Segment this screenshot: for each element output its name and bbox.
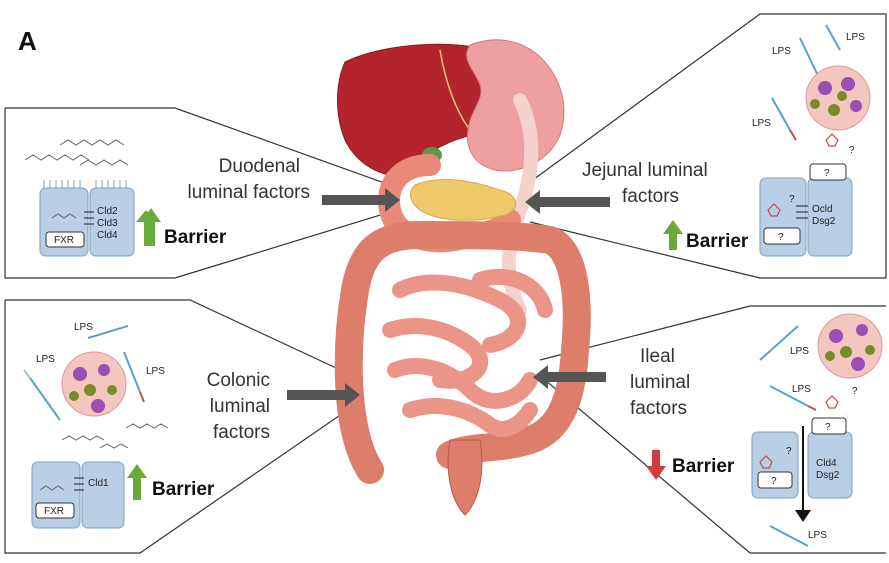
barrier-label-duodenal: Barrier <box>164 227 227 248</box>
metabolite-icon <box>826 396 838 408</box>
lps-label: LPS <box>846 32 865 43</box>
bile-acid-molecules <box>62 424 168 448</box>
down-arrow-icon <box>646 450 666 480</box>
ileal-label-3: factors <box>630 398 687 419</box>
ileal-label-1: Ileal <box>640 346 675 367</box>
arrow-head-icon <box>795 510 811 522</box>
barrier-label-ileal: Barrier <box>672 456 735 477</box>
protein-dsg2: Dsg2 <box>812 216 836 227</box>
unknown-mark: ? <box>789 194 795 205</box>
duodenal-label-2: luminal factors <box>188 182 311 203</box>
microvilli <box>44 180 126 188</box>
up-arrow-icon <box>127 464 147 500</box>
unknown-mark: ? <box>852 386 858 397</box>
duodenal-arrow <box>322 188 400 212</box>
digestive-anatomy <box>287 40 610 515</box>
colon <box>349 235 577 470</box>
inset-ileal: LPS LPS LPS ? ? ? ? Cld4 Dsg2 Barrier <box>646 314 882 546</box>
lps-label: LPS <box>74 322 93 333</box>
protein-ocld: Ocld <box>812 204 833 215</box>
protein-cld2: Cld2 <box>97 206 118 217</box>
inset-colonic: LPS LPS LPS Cld1 FXR Barrier <box>24 322 215 528</box>
colonic-label-2: luminal <box>210 396 270 417</box>
unknown-mark: ? <box>849 145 855 156</box>
epithelial-cell-right <box>82 462 124 528</box>
protein-cld4: Cld4 <box>816 458 837 469</box>
lps-label: LPS <box>752 118 771 129</box>
colonic-label-3: factors <box>213 422 270 443</box>
protein-cld4: Cld4 <box>97 230 118 241</box>
rectum <box>448 440 482 515</box>
lps-label: LPS <box>792 384 811 395</box>
protein-cld1: Cld1 <box>88 478 109 489</box>
lps-label: LPS <box>36 354 55 365</box>
unknown-box-text: ? <box>825 422 831 433</box>
duodenal-label-1: Duodenal <box>219 156 300 177</box>
lps-label: LPS <box>808 530 827 541</box>
unknown-box-text: ? <box>824 168 830 179</box>
unknown-mark: ? <box>786 446 792 457</box>
inset-jejunal: LPS LPS LPS ? ? ? Ocld Dsg2 ? Barrier <box>663 25 870 256</box>
barrier-label-colonic: Barrier <box>152 479 215 500</box>
jejunal-label-1: Jejunal luminal <box>582 160 708 181</box>
up-arrow-icon <box>663 220 683 250</box>
lps-label: LPS <box>146 366 165 377</box>
fxr-label: FXR <box>44 506 64 517</box>
colonic-label-1: Colonic <box>207 370 270 391</box>
jejunal-arrow <box>525 190 610 214</box>
lps-label: LPS <box>772 46 791 57</box>
fxr-label: FXR <box>54 235 74 246</box>
protein-cld3: Cld3 <box>97 218 118 229</box>
protein-dsg2: Dsg2 <box>816 470 840 481</box>
panel-letter: A <box>18 26 37 56</box>
bile-acid-molecules <box>25 140 128 165</box>
pancreas <box>410 180 515 221</box>
jejunal-label-2: factors <box>622 186 679 207</box>
colonic-arrow <box>287 383 360 407</box>
unknown-box-text: ? <box>778 232 784 243</box>
barrier-label-jejunal: Barrier <box>686 231 749 252</box>
unknown-box-text: ? <box>771 476 777 487</box>
ileal-label-2: luminal <box>630 372 690 393</box>
metabolite-icon <box>826 134 838 146</box>
lps-label: LPS <box>790 346 809 357</box>
